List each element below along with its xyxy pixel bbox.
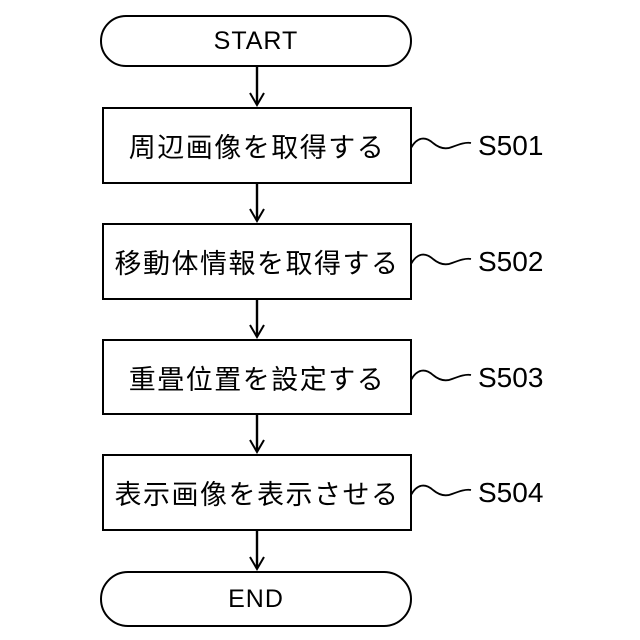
- terminal-start: START: [100, 15, 412, 67]
- process-step-s503: 重畳位置を設定する: [102, 339, 412, 415]
- process-step-s501-text: 周辺画像を取得する: [128, 133, 386, 163]
- squiggle-connector-icon: [410, 253, 472, 266]
- squiggle-connector-icon: [410, 369, 472, 382]
- terminal-start-label: START: [213, 26, 299, 55]
- arrow-down-icon: [249, 531, 265, 571]
- terminal-end: END: [100, 571, 412, 627]
- squiggle-connector-icon: [410, 137, 472, 150]
- step-label-s504: S504: [478, 477, 544, 508]
- process-step-s503-text: 重畳位置を設定する: [128, 364, 386, 395]
- process-step-s501: 周辺画像を取得する: [102, 107, 412, 184]
- step-label-s503: S503: [478, 362, 544, 393]
- process-step-s504: 表示画像を表示させる: [102, 454, 412, 531]
- process-step-s502-text: 移動体情報を取得する: [114, 249, 400, 279]
- process-step-s502: 移動体情報を取得する: [102, 223, 412, 300]
- squiggle-connector-icon: [410, 484, 472, 497]
- arrow-down-icon: [249, 300, 265, 339]
- step-label-s501: S501: [478, 130, 544, 161]
- step-label-s502: S502: [478, 246, 544, 277]
- arrow-down-icon: [249, 67, 265, 107]
- process-step-s504-text: 表示画像を表示させる: [114, 480, 400, 510]
- arrow-down-icon: [249, 415, 265, 454]
- terminal-end-label: END: [228, 584, 284, 613]
- arrow-down-icon: [249, 184, 265, 223]
